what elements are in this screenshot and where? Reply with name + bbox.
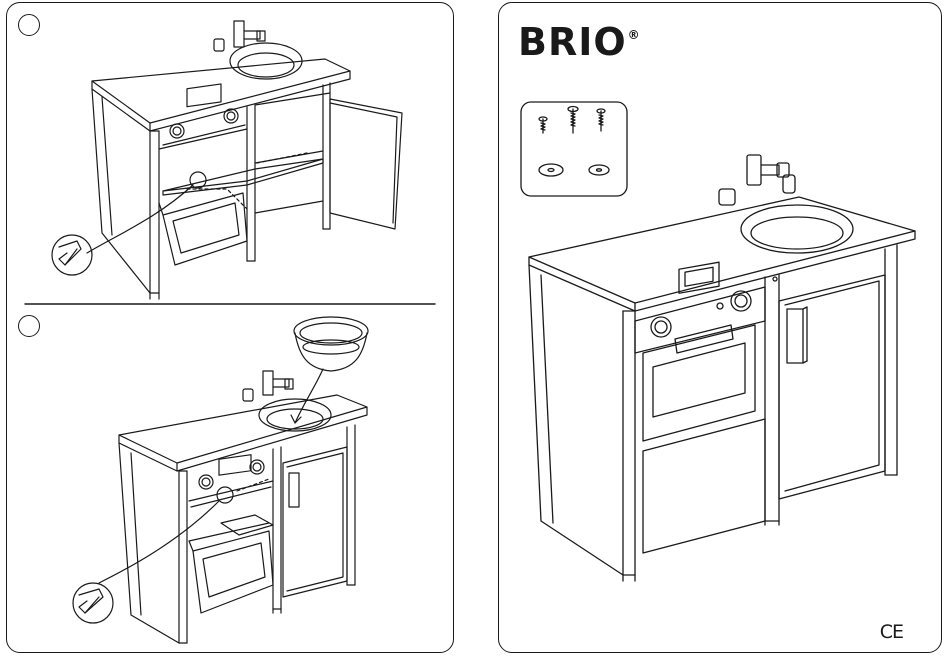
assembly-steps-panel (6, 2, 454, 653)
screw-medium-icon (597, 109, 605, 131)
shelf (163, 159, 323, 191)
insert-arrow (295, 369, 323, 423)
product-overview-panel: BRIO® CE (498, 2, 942, 653)
sink-insert-basin (294, 317, 368, 345)
product-illustration (499, 3, 941, 652)
oven-window (653, 343, 745, 417)
stove-knob-right (731, 291, 751, 311)
screw-short-icon (539, 117, 547, 133)
screw-long-icon (568, 107, 578, 134)
cabinet-door (283, 447, 347, 597)
oven-door (643, 325, 755, 441)
faucet-knob (719, 189, 735, 205)
hardware-parts-box (521, 102, 627, 196)
step-2-kitchen-drawing (73, 317, 368, 643)
open-cabinet-door (330, 99, 402, 229)
sink-basin (741, 205, 853, 253)
sink-basin (230, 43, 302, 79)
door-handle (289, 473, 299, 507)
faucet (747, 155, 761, 185)
assembled-kitchen-drawing (529, 155, 915, 581)
callout-leader (87, 185, 193, 253)
door-handle (787, 309, 803, 363)
step-1-kitchen-drawing (52, 21, 402, 299)
assembly-illustrations (7, 3, 453, 652)
washer-small-icon (589, 165, 609, 175)
stove-knob-left (651, 317, 671, 337)
washer-large-icon (539, 164, 563, 176)
